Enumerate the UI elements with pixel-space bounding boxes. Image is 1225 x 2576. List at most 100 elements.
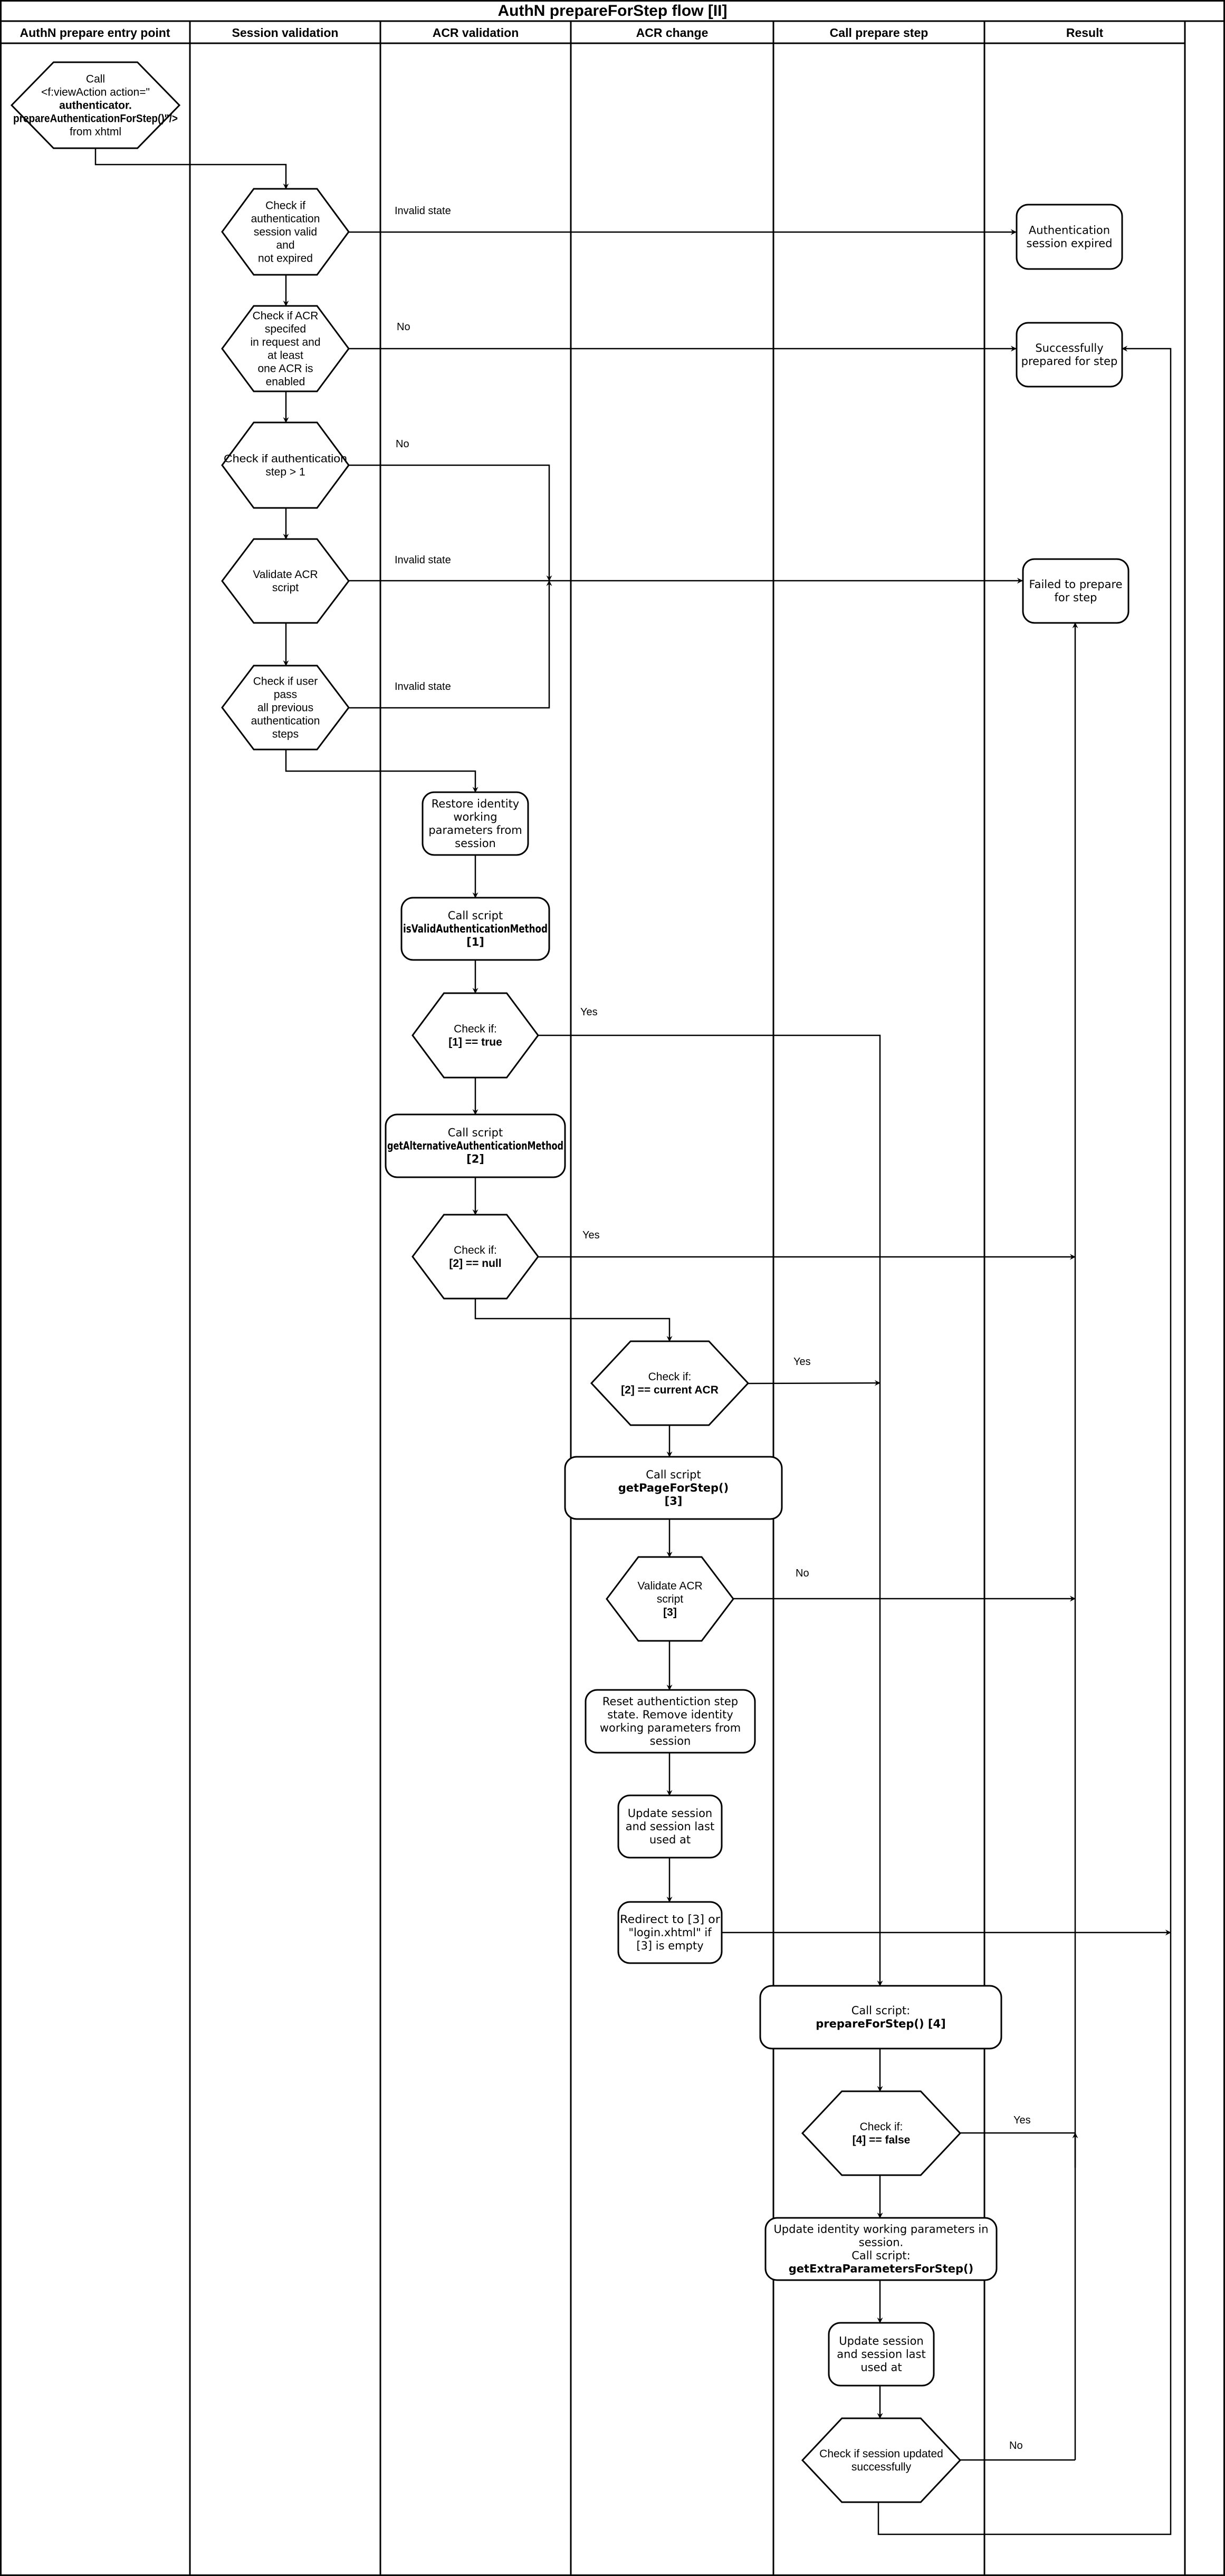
rounded-rect-shape: [1016, 204, 1123, 270]
decision-check-4-false[interactable]: Check if:[4] == false: [801, 2090, 962, 2176]
edges: [94, 148, 1172, 2535]
node-label-line: parameters from: [428, 824, 522, 837]
node-label-line: authentication: [251, 715, 320, 727]
node-label-line: Check if user: [253, 676, 318, 688]
edge-label-prev-invalid: Invalid state: [395, 681, 451, 693]
node-label: Call<f:viewAction action="authenticator.…: [13, 73, 178, 138]
node-label-line: in request and: [250, 337, 320, 349]
process-call-prepare[interactable]: Call script:prepareForStep() [4]: [759, 1985, 1002, 2050]
node-label-line: Call: [86, 73, 105, 85]
node-label-line: prepareAuthenticationForStep()"/>: [13, 113, 178, 125]
node-label-line: state. Remove identity: [607, 1708, 733, 1721]
node-label-line: Redirect to [3] or: [620, 1913, 720, 1926]
node-label: Check if:[1] == true: [448, 1023, 502, 1049]
flow-connector: [474, 1299, 673, 1342]
node-label-line: Check if:: [454, 1023, 497, 1035]
node-label-line: [2]: [466, 1153, 484, 1166]
node-label-line: Validate ACR: [253, 569, 318, 581]
node-label: Check if:[2] == null: [449, 1244, 501, 1270]
rounded-rect-shape: [764, 2217, 998, 2281]
node-label-line: Check if authentication: [224, 453, 347, 465]
decision-entry[interactable]: Call<f:viewAction action="authenticator.…: [10, 61, 181, 149]
lane-header: Result: [1066, 26, 1104, 40]
node-label-line: Restore identity: [432, 797, 519, 810]
lane-header: ACR change: [636, 26, 709, 40]
lane-acr-validation: ACR validation: [379, 21, 519, 2576]
node-label-line: and session last: [626, 1820, 714, 1833]
node-label-line: from xhtml: [70, 126, 121, 138]
diagram-title: AuthN prepareForStep flow [II]: [498, 2, 728, 20]
decision-check-2-null[interactable]: Check if:[2] == null: [411, 1214, 539, 1300]
lane-session-validation: Session validation: [189, 21, 338, 2576]
decision-check-2-current[interactable]: Check if:[2] == current ACR: [590, 1340, 750, 1426]
node-label-line: authenticator.: [59, 100, 132, 112]
node-label-line: specifed: [265, 323, 306, 335]
edge-label-validate-invalid: Invalid state: [395, 554, 451, 566]
node-label-line: authentication: [251, 213, 320, 225]
node-label: Check if:[2] == current ACR: [621, 1371, 719, 1396]
rounded-rect-shape: [828, 2322, 935, 2387]
process-redirect[interactable]: Redirect to [3] or"login.xhtml" if[3] is…: [617, 1901, 723, 1964]
nodes: Call<f:viewAction action="authenticator.…: [10, 61, 1130, 2503]
node-label-line: Call script:: [851, 2250, 910, 2262]
rounded-rect-shape: [585, 1689, 756, 1754]
decision-check-1-true[interactable]: Check if:[1] == true: [411, 992, 539, 1079]
edge-label-current-yes: Yes: [793, 1356, 811, 1368]
node-label-line: Check if:: [648, 1371, 692, 1383]
node-label-line: Update identity working parameters in: [773, 2223, 988, 2236]
node-label-line: Call script: [448, 909, 503, 922]
rounded-rect-shape: [385, 1113, 566, 1178]
node-label-line: getExtraParametersForStep(): [789, 2263, 973, 2275]
node-label: Call script:prepareForStep() [4]: [816, 2004, 945, 2030]
node-label-line: isValidAuthenticationMethod: [403, 922, 548, 935]
node-label-line: enabled: [266, 376, 305, 388]
node-label-line: Validate ACR: [637, 1580, 702, 1592]
rounded-rect-shape: [422, 791, 529, 856]
node-label-line: [2] == null: [449, 1257, 501, 1270]
node-label-line: working parameters from: [600, 1722, 741, 1734]
node-label-line: Check if:: [454, 1244, 497, 1256]
hexagon-shape: [411, 1214, 539, 1300]
node-label-line: Failed to prepare: [1029, 578, 1122, 591]
flow-connector: [349, 464, 552, 581]
lane-header: AuthN prepare entry point: [20, 26, 170, 40]
node-label-line: working: [453, 811, 497, 823]
node-label-line: not expired: [258, 253, 313, 265]
node-label-line: script: [272, 582, 299, 594]
node-label-line: script: [657, 1593, 683, 1606]
flow-connector: [285, 749, 478, 793]
edge-label-step-no: No: [396, 438, 409, 450]
node-label-line: "login.xhtml" if: [628, 1926, 712, 1939]
swimlanes: AuthN prepare entry point Session validat…: [20, 21, 1186, 2576]
rounded-rect-shape: [564, 1456, 783, 1520]
node-label-line: session: [650, 1735, 691, 1747]
